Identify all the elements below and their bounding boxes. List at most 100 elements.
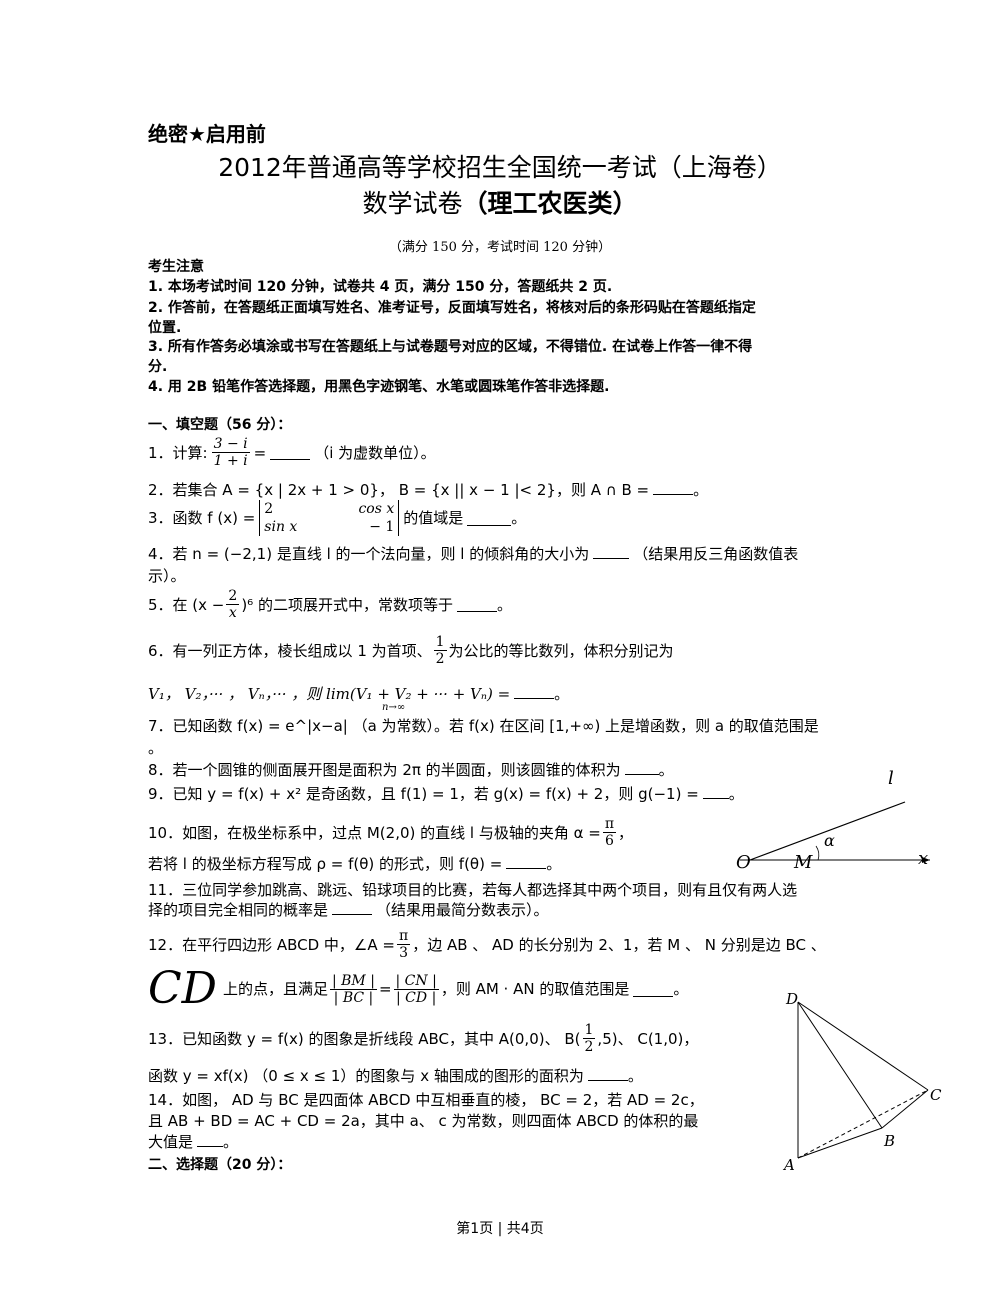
q10-figure: l α O M x bbox=[736, 768, 930, 870]
q5-end: 。 bbox=[496, 595, 512, 614]
q8-answer-blank[interactable] bbox=[624, 760, 659, 775]
q9-answer-blank[interactable] bbox=[702, 784, 729, 799]
q1-answer-blank[interactable] bbox=[270, 445, 311, 460]
q14-continuation: 且 AB + BD = AC + CD = 2a，其中 a、 c 为常数，则四面… bbox=[148, 1112, 699, 1130]
q14-text: 大值是 bbox=[148, 1133, 194, 1151]
notice-item-3: 3. 所有作答务必填涂或书写在答题纸上与试卷题号对应的区域，不得错位. 在试卷上… bbox=[148, 339, 753, 355]
q2-end: 。 bbox=[693, 481, 709, 499]
q6-numerator: 1 bbox=[433, 634, 447, 651]
label-alpha: α bbox=[824, 831, 835, 850]
subtitle-bold: （理工农医类） bbox=[462, 189, 638, 218]
question-14: 14．如图， AD 与 BC 是四面体 ABCD 中互相垂直的棱， BC = 2… bbox=[148, 1091, 704, 1109]
q11-text: 择的项目完全相同的概率是 bbox=[148, 901, 329, 919]
q13-answer-blank[interactable] bbox=[587, 1066, 628, 1081]
exam-title: 2012年普通高等学校招生全国统一考试（上海卷） bbox=[218, 153, 782, 182]
q10-text-2: 若将 l 的极坐标方程写成 ρ = f(θ) 的形式，则 f(θ) = bbox=[148, 855, 503, 873]
question-11: 11．三位同学参加跳高、跳远、铅球项目的比赛，若每人都选择其中两个项目，则有且仅… bbox=[148, 881, 798, 899]
q1-label: 1．计算: bbox=[148, 443, 208, 462]
notice-item-2-cont: 位置. bbox=[148, 320, 182, 336]
q5-denominator: x bbox=[228, 605, 237, 621]
q1-numerator: 3 − i bbox=[211, 436, 250, 453]
notice-item-1: 1. 本场考试时间 120 分钟，试卷共 4 页，满分 150 分，答题纸共 2… bbox=[148, 279, 613, 295]
label-M: M bbox=[793, 852, 813, 870]
q4-text: 4．若 n = (−2,1) 是直线 l 的一个法向量，则 l 的倾斜角的大小为 bbox=[148, 545, 590, 563]
q14-answer-blank[interactable] bbox=[197, 1132, 224, 1147]
q3-cell-11: 2 bbox=[264, 501, 274, 517]
angle-arc bbox=[815, 845, 820, 861]
q6-end: 。 bbox=[554, 685, 570, 703]
edge-AC bbox=[797, 1089, 929, 1159]
q3-cell-12: cos x bbox=[358, 501, 395, 517]
q1-note: （i 为虚数单位）。 bbox=[314, 443, 436, 462]
q3-text: 的值域是 bbox=[403, 509, 464, 527]
q12-text-3: 上的点，且满足 bbox=[222, 980, 328, 998]
q12-ratio-2-den: | CD | bbox=[396, 989, 437, 1006]
q2-answer-blank[interactable] bbox=[653, 480, 694, 495]
q12-denominator: 3 bbox=[399, 945, 409, 961]
line-l bbox=[749, 801, 906, 861]
q12-numerator: π bbox=[396, 928, 411, 945]
axis-arrow bbox=[922, 857, 930, 863]
q5-text: )⁶ 的二项展开式中，常数项等于 bbox=[241, 595, 453, 614]
q13-numerator: 1 bbox=[582, 1022, 596, 1039]
notice-heading: 考生注意 bbox=[148, 259, 204, 275]
q1-denominator: 1 + i bbox=[213, 453, 248, 469]
label-x: x bbox=[918, 848, 928, 869]
section-2-heading: 二、选择题（20 分）： bbox=[148, 1157, 292, 1173]
q1-equals: = bbox=[253, 443, 267, 462]
section-1-heading: 一、填空题（56 分）： bbox=[148, 417, 292, 433]
label-B: B bbox=[883, 1132, 895, 1150]
q6-answer-blank[interactable] bbox=[514, 684, 555, 699]
q3-label: 3．函数 f (x) = bbox=[148, 509, 256, 527]
edge-DB bbox=[797, 1001, 883, 1129]
q12-answer-blank[interactable] bbox=[633, 982, 674, 997]
q5-answer-blank[interactable] bbox=[456, 597, 497, 612]
q13-continuation: 函数 y = xf(x) （0 ≤ x ≤ 1）的图象与 x 轴围成的图形的面积… bbox=[148, 1066, 643, 1086]
q10-comma: ， bbox=[618, 823, 634, 842]
q12-equals: = bbox=[378, 980, 392, 998]
q11-answer-blank[interactable] bbox=[332, 900, 373, 915]
exam-note: （满分 150 分，考试时间 120 分钟） bbox=[388, 240, 612, 255]
question-3: 3．函数 f (x) = 2 cos x sin x − 1 的值域是 。 bbox=[148, 500, 526, 536]
label-C: C bbox=[930, 1086, 942, 1104]
q13-end: 。 bbox=[627, 1067, 643, 1085]
q3-end: 。 bbox=[511, 509, 527, 527]
q4-answer-blank[interactable] bbox=[593, 544, 630, 559]
q12-continuation: CD 上的点，且满足 | BM || BC | = | CN || CD | ，… bbox=[148, 966, 688, 1012]
q5-label: 5．在 (x − bbox=[148, 595, 225, 614]
q12-cd-large: CD bbox=[148, 963, 217, 1014]
q14-tetrahedron-figure: D C B A bbox=[782, 990, 942, 1174]
q12-ratio-2: | CN || CD | bbox=[393, 973, 439, 1006]
q5-numerator: 2 bbox=[226, 588, 240, 605]
q6-denominator: 2 bbox=[435, 651, 445, 667]
q13-text-3: 函数 y = xf(x) （0 ≤ x ≤ 1）的图象与 x 轴围成的图形的面积… bbox=[148, 1067, 584, 1085]
exam-subtitle: 数学试卷（理工农医类） bbox=[0, 184, 1000, 220]
edge-BC bbox=[881, 1089, 929, 1129]
q10-end: 。 bbox=[546, 855, 562, 873]
label-O: O bbox=[736, 852, 751, 870]
question-9: 9．已知 y = f(x) + x² 是奇函数，且 f(1) = 1，若 g(x… bbox=[148, 784, 744, 804]
q10-continuation: 若将 l 的极坐标方程写成 ρ = f(θ) 的形式，则 f(θ) = 。 bbox=[148, 854, 561, 874]
q3-cell-22: − 1 bbox=[369, 519, 395, 535]
question-4: 4．若 n = (−2,1) 是直线 l 的一个法向量，则 l 的倾斜角的大小为… bbox=[148, 544, 798, 564]
secret-label: 绝密★启用前 bbox=[148, 122, 266, 146]
q9-text: 9．已知 y = f(x) + x² 是奇函数，且 f(1) = 1，若 g(x… bbox=[148, 785, 699, 803]
q10-answer-blank[interactable] bbox=[506, 854, 547, 869]
q4-note: （结果用反三角函数值表 bbox=[633, 545, 799, 563]
q6-series: V₁， V₂，··· ， Vₙ，··· ，则 lim(V₁ + V₂ + ···… bbox=[148, 685, 511, 703]
q3-answer-blank[interactable] bbox=[467, 511, 512, 526]
q10-numerator: π bbox=[602, 816, 617, 833]
q4-continuation: 示）。 bbox=[148, 567, 186, 585]
notice-item-2: 2. 作答前，在答题纸正面填写姓名、准考证号，反面填写姓名，将核对后的条形码贴在… bbox=[148, 300, 756, 316]
label-D: D bbox=[785, 990, 798, 1008]
question-13: 13．已知函数 y = f(x) 的图象是折线段 ABC，其中 A(0,0)、 … bbox=[148, 1022, 698, 1055]
q2-text: 2．若集合 A = {x | 2x + 1 > 0}， B = {x || x … bbox=[148, 481, 650, 499]
q13-text: 13．已知函数 y = f(x) 的图象是折线段 ABC，其中 A(0,0)、 … bbox=[148, 1029, 581, 1048]
question-8: 8．若一个圆锥的侧面展开图是面积为 2π 的半圆面，则该圆锥的体积为。 bbox=[148, 760, 674, 780]
